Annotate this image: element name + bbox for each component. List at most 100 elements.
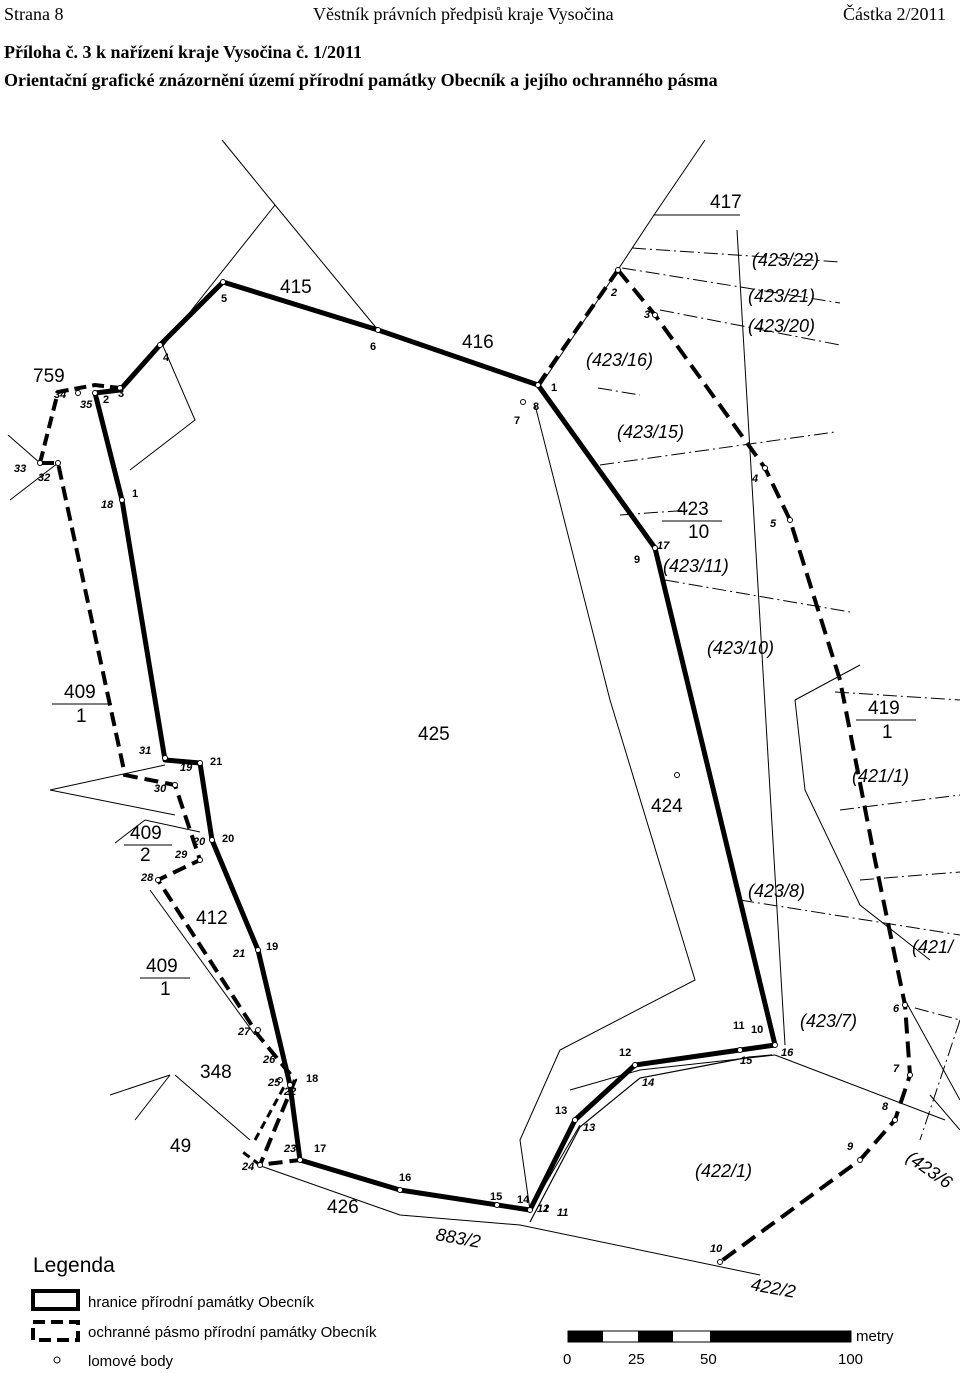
svg-text:32: 32 <box>38 472 50 484</box>
parcel-415: 415 <box>280 277 312 298</box>
parcel-lines <box>7 139 960 1276</box>
svg-text:1: 1 <box>543 1203 549 1215</box>
parcel-409c-num: 409 <box>146 956 178 977</box>
issue-number: Částka 2/2011 <box>843 4 946 24</box>
svg-text:10: 10 <box>751 1024 763 1036</box>
svg-text:7: 7 <box>893 1063 900 1075</box>
svg-text:11: 11 <box>733 1020 745 1032</box>
svg-text:9: 9 <box>634 554 640 566</box>
break-points <box>37 267 913 1265</box>
svg-text:8: 8 <box>533 401 539 413</box>
parcel-421-cut: (421/ <box>912 937 955 957</box>
scale-unit: metry <box>856 1328 894 1345</box>
parcel-422-1: (422/1) <box>695 1161 752 1181</box>
svg-text:13: 13 <box>583 1122 595 1134</box>
page-number: Strana 8 <box>4 4 64 24</box>
parcel-423-16: (423/16) <box>586 350 653 370</box>
svg-text:27: 27 <box>237 1026 251 1038</box>
parcel-423-21: (423/21) <box>748 286 815 306</box>
svg-text:21: 21 <box>232 948 245 960</box>
parcel-423-10: (423/10) <box>707 638 774 658</box>
svg-text:21: 21 <box>210 756 222 768</box>
legend-boundary-swatch <box>31 1289 80 1311</box>
svg-text:16: 16 <box>781 1047 794 1059</box>
journal-title: Věstník právních předpisů kraje Vysočina <box>313 4 614 24</box>
parcel-409a-num: 409 <box>64 682 96 703</box>
svg-text:12: 12 <box>537 1203 549 1215</box>
buffer-boundary-west <box>38 382 121 464</box>
legend-boundary-label: hranice přírodní památky Obecník <box>88 1294 314 1311</box>
svg-text:23: 23 <box>283 1143 296 1155</box>
svg-text:26: 26 <box>262 1054 276 1066</box>
svg-text:19: 19 <box>266 941 278 953</box>
legend: Legenda hranice přírodní památky Obecník… <box>31 1254 377 1370</box>
parcel-423-11: (423/11) <box>663 556 729 576</box>
parcel-422-2: 422/2 <box>749 1274 797 1302</box>
parcel-426: 426 <box>327 1197 359 1218</box>
svg-text:4: 4 <box>163 352 170 364</box>
parcel-423-8: (423/8) <box>748 881 805 901</box>
map-title: Orientační grafické znázornění území pří… <box>4 70 718 90</box>
svg-text:11: 11 <box>557 1207 568 1219</box>
svg-text:5: 5 <box>770 518 777 530</box>
svg-text:6: 6 <box>893 1003 900 1015</box>
legend-point-swatch <box>53 1356 61 1364</box>
svg-text:9: 9 <box>847 1141 854 1153</box>
parcel-423-20: (423/20) <box>748 316 815 336</box>
buffer-boundary-north <box>536 268 620 387</box>
svg-text:24: 24 <box>241 1161 254 1173</box>
svg-text:20: 20 <box>222 833 234 845</box>
buffer-boundary-south <box>239 1084 287 1167</box>
svg-text:33: 33 <box>14 463 26 475</box>
svg-text:35: 35 <box>80 399 93 411</box>
parcel-759: 759 <box>33 366 65 387</box>
reserve-point-labels: 1 1 2 3 4 5 6 7 8 9 10 11 12 13 14 15 16… <box>103 293 763 1206</box>
svg-text:14: 14 <box>517 1194 530 1206</box>
legend-points-label: lomové body <box>88 1353 174 1370</box>
scale-tick-0: 0 <box>563 1351 571 1368</box>
svg-text:22: 22 <box>283 1086 296 1098</box>
svg-text:17: 17 <box>314 1143 326 1155</box>
svg-text:3: 3 <box>644 309 650 321</box>
svg-text:14: 14 <box>642 1077 654 1089</box>
parcel-412: 412 <box>196 908 228 929</box>
parcel-423-15: (423/15) <box>617 422 684 442</box>
svg-text:18: 18 <box>101 499 114 511</box>
svg-text:20: 20 <box>192 836 206 848</box>
svg-text:10: 10 <box>710 1243 723 1255</box>
parcel-409b-den: 2 <box>140 845 151 866</box>
svg-text:8: 8 <box>882 1101 889 1113</box>
svg-text:30: 30 <box>154 783 167 795</box>
buffer-boundary-east <box>616 268 913 1264</box>
buffer-point-labels: 1 2 3 4 5 6 7 8 9 10 11 12 13 14 15 16 1… <box>14 287 900 1255</box>
svg-text:12: 12 <box>619 1047 631 1059</box>
svg-text:4: 4 <box>751 473 758 485</box>
parcel-409a-den: 1 <box>76 706 87 727</box>
parcel-423-6-cut: (423/6 <box>903 1147 957 1193</box>
svg-text:1: 1 <box>551 382 557 394</box>
svg-text:17: 17 <box>657 540 670 552</box>
svg-text:25: 25 <box>267 1077 281 1089</box>
svg-text:29: 29 <box>174 849 188 861</box>
parcel-417: 417 <box>710 192 742 213</box>
svg-text:6: 6 <box>370 341 376 353</box>
parcel-49: 49 <box>170 1136 191 1157</box>
parcel-423-den: 10 <box>688 522 709 543</box>
svg-text:28: 28 <box>140 872 154 884</box>
parcel-416: 416 <box>462 332 494 353</box>
scale-tick-25: 25 <box>628 1351 645 1368</box>
svg-text:31: 31 <box>139 745 151 757</box>
parcel-348: 348 <box>200 1062 232 1083</box>
parcel-409b-num: 409 <box>130 823 162 844</box>
svg-text:7: 7 <box>514 415 520 427</box>
svg-text:3: 3 <box>118 388 124 400</box>
svg-text:15: 15 <box>490 1191 502 1203</box>
svg-text:2: 2 <box>610 287 617 299</box>
parcel-424: 424 <box>651 796 683 817</box>
svg-text:16: 16 <box>399 1172 411 1184</box>
scale-bar: metry 0 25 50 100 <box>563 1328 894 1368</box>
scale-tick-100: 100 <box>838 1351 863 1368</box>
scale-tick-50: 50 <box>700 1351 717 1368</box>
parcel-423-7: (423/7) <box>800 1011 857 1031</box>
